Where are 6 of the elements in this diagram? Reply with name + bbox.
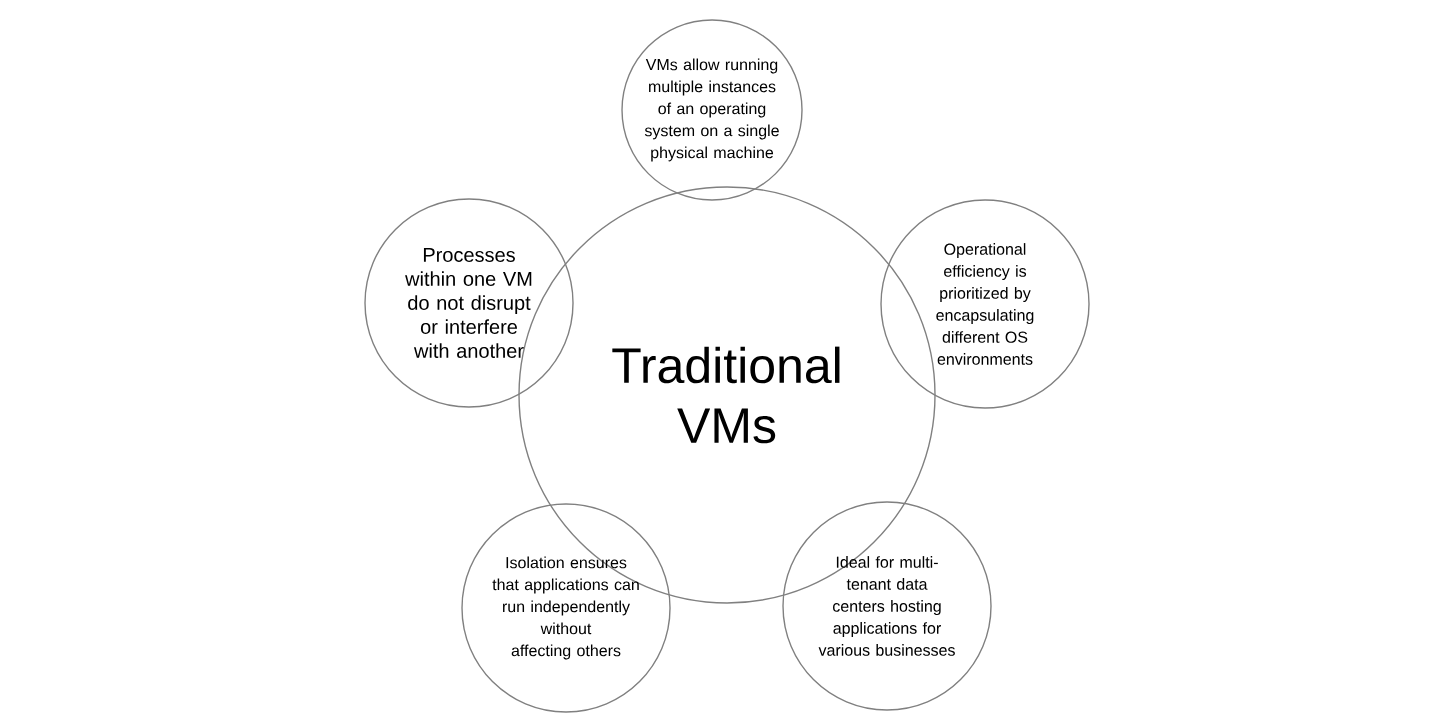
center-circle-text: Traditional VMs — [612, 346, 840, 444]
circle-text: Processes within one VM do not disrupt or interfere with another — [405, 248, 532, 358]
circle-text: Operational efficiency is prioritized by encapsulating different OS environments — [936, 243, 1034, 365]
circle-text: Ideal for multi-tenant data centers hosting applications for various businesses — [818, 556, 955, 656]
circle-text: Isolation ensures that applications can run independently without affecting others — [492, 556, 639, 660]
circle-text: VMs allow running multiple instances of an operating system on a single physical machine — [644, 58, 779, 162]
